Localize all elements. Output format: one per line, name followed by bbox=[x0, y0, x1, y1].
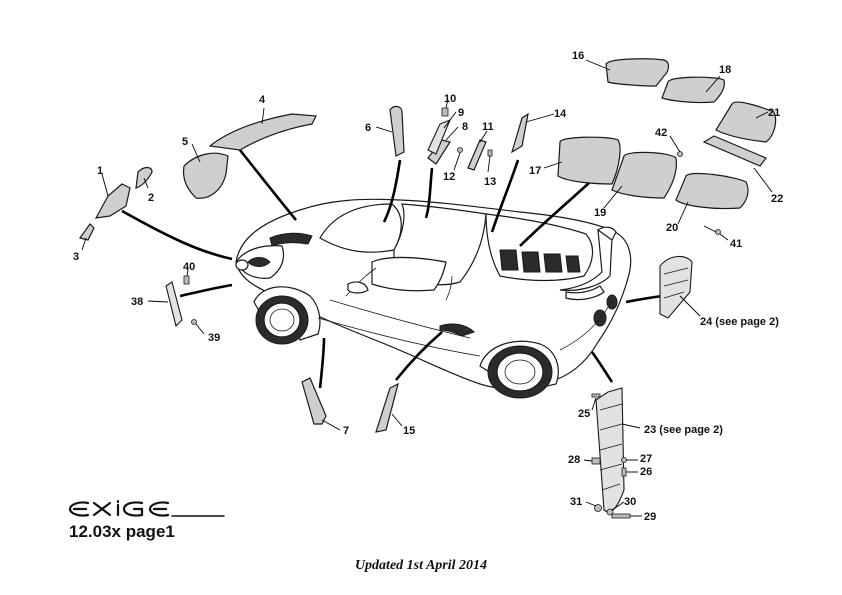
label-39: 39 bbox=[208, 332, 220, 344]
part-19 bbox=[611, 151, 677, 199]
label-18: 18 bbox=[719, 64, 731, 76]
label-23: 23 (see page 2) bbox=[644, 424, 723, 436]
part-25 bbox=[591, 393, 601, 398]
label-31: 31 bbox=[570, 496, 582, 508]
part-7 bbox=[301, 377, 327, 425]
part-20 bbox=[675, 172, 749, 210]
part-13 bbox=[487, 149, 493, 157]
label-21: 21 bbox=[768, 107, 780, 119]
part-labels: 1 2 3 4 5 6 7 8 9 10 11 12 13 14 15 16 1… bbox=[73, 50, 783, 523]
part-11 bbox=[467, 139, 487, 171]
label-24: 24 (see page 2) bbox=[700, 316, 779, 328]
label-5: 5 bbox=[182, 136, 188, 148]
part-2 bbox=[135, 166, 153, 189]
part-38 bbox=[165, 281, 183, 328]
label-14: 14 bbox=[554, 108, 567, 120]
part-30 bbox=[606, 508, 614, 516]
part-12 bbox=[457, 147, 463, 153]
label-41: 41 bbox=[730, 238, 742, 250]
part-16 bbox=[605, 58, 670, 87]
label-15: 15 bbox=[403, 425, 415, 437]
label-40: 40 bbox=[183, 261, 195, 273]
part-5 bbox=[182, 152, 229, 199]
part-40 bbox=[183, 275, 190, 285]
part-27 bbox=[621, 457, 627, 463]
label-28: 28 bbox=[568, 454, 580, 466]
label-38: 38 bbox=[131, 296, 143, 308]
label-17: 17 bbox=[529, 165, 541, 177]
label-19: 19 bbox=[594, 207, 606, 219]
label-9: 9 bbox=[458, 107, 464, 119]
label-29: 29 bbox=[644, 511, 656, 523]
label-8: 8 bbox=[462, 121, 468, 133]
label-16: 16 bbox=[572, 50, 584, 62]
part-21 bbox=[715, 101, 777, 143]
label-3: 3 bbox=[73, 251, 79, 263]
part-3 bbox=[78, 223, 95, 241]
label-1: 1 bbox=[97, 165, 103, 177]
page-reference: 12.03x page1 bbox=[69, 522, 175, 541]
part-14 bbox=[510, 112, 529, 154]
part-4 bbox=[208, 113, 317, 151]
label-27: 27 bbox=[640, 453, 652, 465]
label-10: 10 bbox=[444, 93, 456, 105]
label-42: 42 bbox=[655, 127, 667, 139]
label-4: 4 bbox=[259, 94, 266, 106]
part-39 bbox=[191, 319, 197, 325]
part-29 bbox=[611, 513, 631, 519]
part-26 bbox=[621, 467, 627, 477]
part-28 bbox=[591, 457, 601, 465]
part-22 bbox=[702, 135, 767, 167]
label-20: 20 bbox=[666, 222, 678, 234]
updated-date: Updated 1st April 2014 bbox=[354, 558, 488, 573]
car-body bbox=[235, 198, 632, 399]
part-41 bbox=[715, 229, 721, 235]
label-13: 13 bbox=[484, 176, 496, 188]
part-17 bbox=[557, 136, 621, 185]
part-31 bbox=[594, 504, 602, 512]
label-2: 2 bbox=[148, 192, 154, 204]
label-30: 30 bbox=[624, 496, 636, 508]
label-22: 22 bbox=[771, 193, 783, 205]
label-7: 7 bbox=[343, 425, 349, 437]
label-11: 11 bbox=[482, 121, 494, 133]
label-12: 12 bbox=[443, 171, 455, 183]
part-42 bbox=[677, 151, 683, 157]
label-26: 26 bbox=[640, 466, 652, 478]
exige-logo bbox=[68, 499, 225, 517]
part-15 bbox=[375, 382, 399, 433]
label-25: 25 bbox=[578, 408, 590, 420]
callout-lines bbox=[81, 59, 773, 517]
part-10 bbox=[441, 107, 449, 117]
label-6: 6 bbox=[365, 122, 371, 134]
part-24 bbox=[659, 255, 693, 319]
part-6 bbox=[389, 105, 405, 157]
part-18 bbox=[661, 76, 725, 104]
